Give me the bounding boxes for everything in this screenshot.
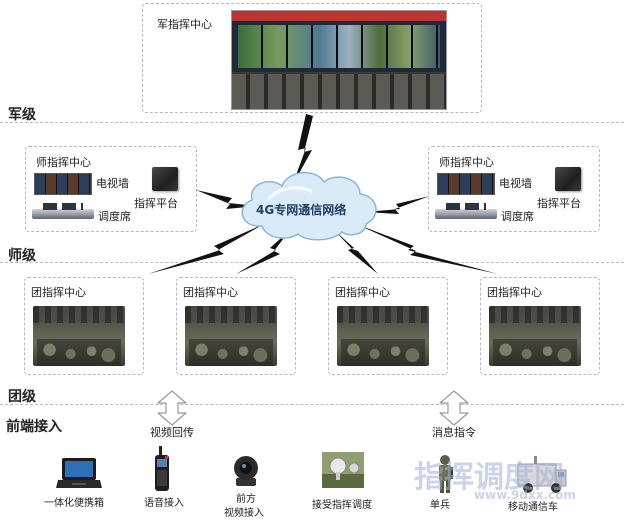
platform-right-label: 指挥平台	[537, 197, 581, 210]
regiment-center-4[interactable]: 团指挥中心	[480, 277, 600, 375]
regiment-1-photo	[33, 306, 125, 366]
division-center-left[interactable]: 师指挥中心 电视墙 指挥平台 调度席	[25, 146, 197, 232]
regiment-3-photo	[337, 306, 429, 366]
command-platform-right-icon	[555, 167, 581, 191]
tier-line-division	[0, 262, 624, 263]
regiment-4-title: 团指挥中心	[487, 286, 542, 299]
device-label-laptop: 一体化便携箱	[44, 498, 104, 509]
lightning-regiment-3	[334, 230, 378, 274]
command-platform-left-icon	[152, 167, 178, 191]
army-center-photo	[231, 10, 447, 110]
division-center-right[interactable]: 师指挥中心 电视墙 指挥平台 调度席	[428, 146, 600, 232]
watermark-url: www.9dxx.com	[474, 488, 576, 502]
soldier-icon	[434, 454, 456, 494]
tv-wall-left	[34, 173, 92, 195]
radio-handset-icon	[154, 446, 170, 492]
network-cloud	[241, 172, 377, 241]
message-cmd-arrow	[439, 390, 469, 426]
tv-wall-right	[437, 173, 495, 195]
division-right-title: 师指挥中心	[439, 156, 494, 169]
tier-label-division: 师级	[8, 248, 36, 264]
army-center-title: 军指挥中心	[157, 18, 212, 31]
tier-label-regiment: 团级	[8, 389, 36, 405]
device-label-voice: 语音接入	[144, 498, 184, 509]
video-back-label: 视频回传	[150, 426, 194, 439]
platform-left-label: 指挥平台	[134, 197, 178, 210]
rugged-laptop-icon	[56, 456, 102, 490]
division-left-title: 师指挥中心	[36, 156, 91, 169]
console-right-label: 调度席	[501, 210, 534, 223]
message-cmd-label: 消息指令	[432, 426, 476, 439]
tier-line-army	[0, 122, 624, 123]
regiment-2-title: 团指挥中心	[183, 286, 238, 299]
device-label-vehicle: 移动通信车	[508, 502, 558, 513]
tier-line-regiment	[0, 404, 624, 405]
video-back-arrow	[157, 390, 187, 426]
regiment-2-photo	[185, 306, 277, 366]
regiment-center-3[interactable]: 团指挥中心	[328, 277, 448, 375]
console-left-label: 调度席	[98, 210, 131, 223]
ptz-camera-icon	[232, 452, 260, 488]
device-label-video-access: 视频接入	[224, 508, 264, 519]
network-label: 4G专网通信网络	[256, 202, 346, 217]
lightning-division-right	[364, 196, 430, 214]
regiment-center-1[interactable]: 团指挥中心	[24, 277, 144, 375]
regiment-1-title: 团指挥中心	[31, 286, 86, 299]
tier-label-army: 军级	[8, 107, 36, 123]
army-center-box[interactable]: 军指挥中心	[142, 3, 482, 113]
regiment-center-2[interactable]: 团指挥中心	[176, 277, 296, 375]
dispatch-console-right-icon	[435, 203, 497, 219]
device-label-dispatch: 接受指挥调度	[312, 500, 372, 511]
watermark-logo: 指挥调度网	[414, 460, 564, 495]
lightning-army	[292, 114, 313, 186]
dispatch-console-left-icon	[32, 203, 94, 219]
regiment-3-title: 团指挥中心	[335, 286, 390, 299]
comm-vehicle-icon	[516, 456, 568, 494]
regiment-4-photo	[489, 306, 581, 366]
tv-wall-left-label: 电视墙	[96, 177, 129, 190]
device-label-soldier: 单兵	[430, 500, 450, 511]
tv-wall-right-label: 电视墙	[499, 177, 532, 190]
device-label-front: 前方	[236, 494, 256, 505]
radar-station-icon	[322, 452, 364, 488]
lightning-division-left	[196, 190, 258, 209]
tier-label-frontend: 前端接入	[6, 419, 62, 435]
